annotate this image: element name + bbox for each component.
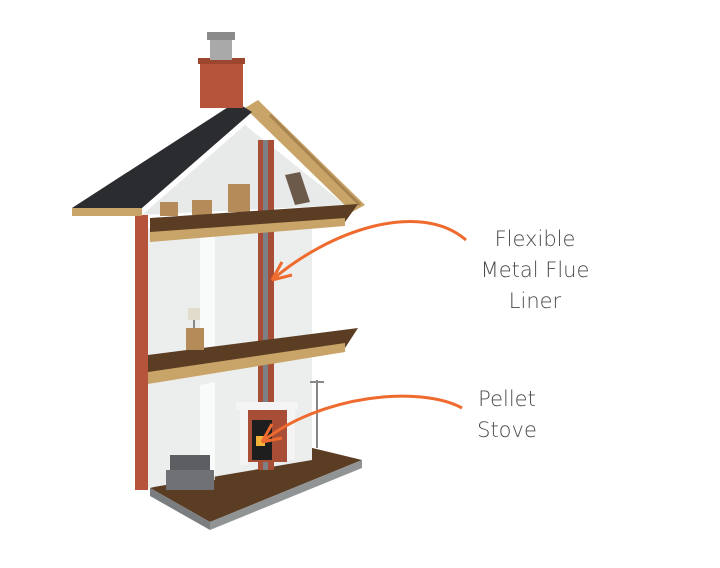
roof-timber [245,100,365,212]
flue-liner-label: Flexible Metal Flue Liner [470,224,600,317]
label-line: Stove [477,418,537,442]
armchair [166,455,214,490]
brick-side-wall [135,215,148,490]
label-line: Metal Flue [480,258,590,282]
box [160,202,178,216]
label-line: Liner [508,289,562,313]
ground-floor [150,445,362,530]
flue-liner-arrow [270,219,467,282]
middle-floor [148,328,358,384]
pellet-stove-label: Pellet Stove [462,384,552,446]
box [228,184,250,212]
pellet-stove [236,402,298,465]
roof-shingles [72,102,252,208]
box [192,200,212,215]
coat-stand [310,380,324,448]
chimney [198,32,245,108]
pellet-stove-arrow [260,394,463,444]
table-lamp [186,308,204,350]
label-line: Pellet [478,387,536,411]
label-line: Flexible [494,227,576,251]
upper-floor [150,204,358,242]
skylight [285,172,310,205]
